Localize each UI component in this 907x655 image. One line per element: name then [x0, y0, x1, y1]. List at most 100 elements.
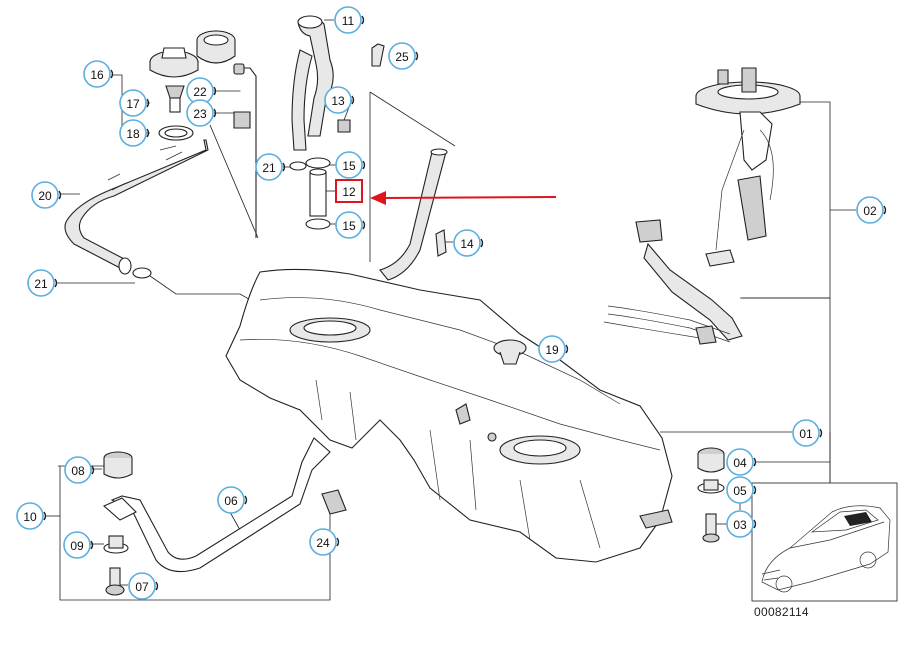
callout-13: 13: [324, 86, 355, 114]
callout-02: 02: [856, 196, 887, 224]
callout-label: 04: [733, 456, 747, 470]
callout-label: 01: [799, 427, 813, 441]
part-vent-rod: [233, 63, 257, 238]
callout-tick: [110, 69, 114, 79]
callout-ring: [335, 211, 363, 239]
callout-tick: [819, 428, 823, 438]
callout-ring: [217, 486, 245, 514]
callout-label: 08: [71, 464, 85, 478]
part-fuel-cap: [149, 47, 199, 78]
callout-ring: [856, 196, 884, 224]
callout-tick: [362, 160, 366, 170]
callout-tick: [91, 465, 95, 475]
callout-ring: [119, 89, 147, 117]
callout-25: 25: [388, 42, 419, 70]
callout-21b: 21: [27, 269, 58, 297]
callout-label: 19: [545, 343, 559, 357]
callout-label: 12: [342, 185, 356, 199]
callout-19: 19: [538, 335, 569, 363]
callout-03: 03: [726, 510, 757, 538]
callout-01: 01: [792, 419, 823, 447]
part-fuel-tank: [225, 268, 673, 563]
callout-highlight-box: [335, 179, 363, 203]
callout-16: 16: [83, 60, 114, 88]
part-bushing-09: [103, 535, 129, 554]
callout-ring: [27, 269, 55, 297]
callout-tick: [753, 485, 757, 495]
callout-ring: [309, 528, 337, 556]
callout-label: 15: [342, 219, 356, 233]
callout-tick: [43, 511, 47, 521]
callout-tick: [90, 540, 94, 550]
callout-tick: [753, 457, 757, 467]
callout-tick: [361, 15, 365, 25]
part-grommet-19: [493, 339, 527, 365]
callout-label: 09: [70, 539, 84, 553]
callout-tick: [883, 205, 887, 215]
callout-tick: [336, 537, 340, 547]
callout-tick: [282, 162, 286, 172]
callout-ring: [726, 476, 754, 504]
part-bolt-07: [105, 567, 125, 596]
callout-ring: [83, 60, 111, 88]
callout-ring: [186, 99, 214, 127]
callout-ring: [324, 86, 352, 114]
callout-label: 23: [193, 107, 207, 121]
callout-tick: [244, 495, 248, 505]
callout-label: 11: [342, 14, 355, 28]
callout-label: 15: [342, 159, 356, 173]
part-rubber-mount-04: [697, 447, 725, 473]
callout-label: 02: [863, 204, 877, 218]
part-hose-clamp-bottom: [305, 218, 331, 230]
callout-label: 13: [331, 94, 345, 108]
callout-24: 24: [309, 528, 340, 556]
part-small-valve-13: [337, 119, 351, 133]
callout-tick: [54, 278, 58, 288]
callout-09: 09: [63, 531, 94, 559]
callout-ring: [335, 151, 363, 179]
callout-ring: [63, 531, 91, 559]
callout-label: 14: [460, 237, 474, 251]
callout-05: 05: [726, 476, 757, 504]
callout-12: 12: [335, 179, 363, 203]
callout-08: 08: [64, 456, 95, 484]
highlight-arrow: [370, 191, 557, 205]
callout-label: 06: [224, 494, 238, 508]
part-clamp-23: [233, 111, 251, 129]
callout-tick: [565, 344, 569, 354]
part-clip-24: [321, 489, 347, 515]
part-rubber-mount-08: [103, 451, 133, 479]
callout-ring: [334, 6, 362, 34]
diagram-code: 00082114: [754, 605, 809, 619]
callout-label: 20: [38, 189, 52, 203]
callout-ring: [453, 229, 481, 257]
callout-label: 17: [126, 97, 140, 111]
callout-14: 14: [453, 229, 484, 257]
callout-23: 23: [186, 99, 217, 127]
callout-ring: [388, 42, 416, 70]
part-suction-jet-pump: [603, 219, 743, 345]
callout-ring: [255, 153, 283, 181]
callout-label: 03: [733, 518, 747, 532]
part-tank-strap: [102, 437, 331, 573]
callout-label: 21: [262, 161, 276, 175]
callout-tick: [480, 238, 484, 248]
callout-ring: [726, 510, 754, 538]
callout-label: 24: [316, 536, 330, 550]
callout-label: 16: [90, 68, 104, 82]
callout-15b: 15: [335, 211, 366, 239]
callout-tick: [146, 98, 150, 108]
callout-10: 10: [16, 502, 47, 530]
callout-label: 05: [733, 484, 747, 498]
callout-ring: [31, 181, 59, 209]
callout-label: 18: [126, 127, 140, 141]
callout-06: 06: [217, 486, 248, 514]
part-bracket-25: [371, 43, 385, 67]
part-bushing-05: [697, 479, 725, 494]
callout-18: 18: [119, 119, 150, 147]
callout-tick: [415, 51, 419, 61]
callout-label: 10: [23, 510, 37, 524]
callout-17: 17: [119, 89, 150, 117]
callout-ring: [726, 448, 754, 476]
